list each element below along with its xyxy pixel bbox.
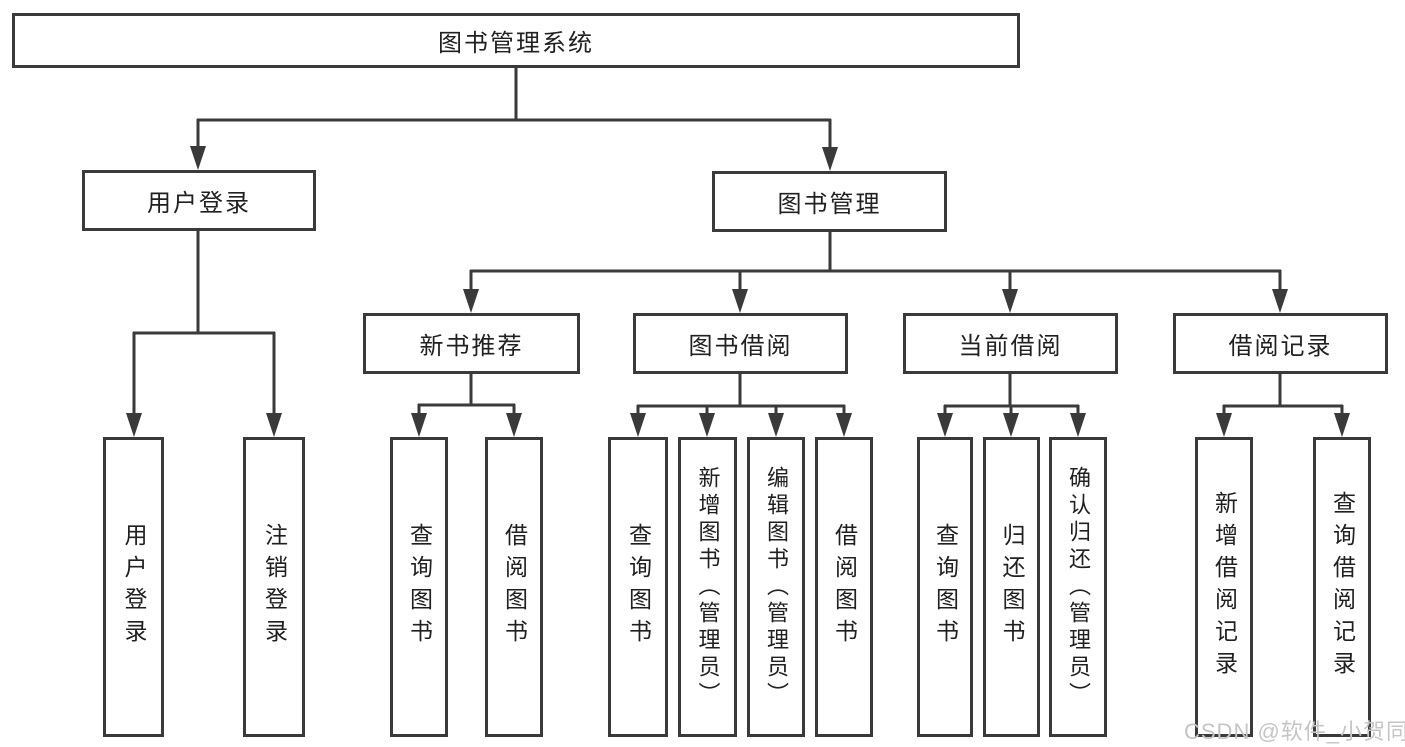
node-book-management: 图书管理 xyxy=(712,171,947,232)
leaf-recommend-query-books: 查询图书 xyxy=(390,437,448,737)
node-book-borrow: 图书借阅 xyxy=(633,313,848,374)
node-new-book-recommend: 新书推荐 xyxy=(363,313,580,374)
leaf-recommend-borrow-books: 借阅图书 xyxy=(485,437,543,737)
leaf-current-query-books: 查询图书 xyxy=(917,437,973,737)
leaf-edit-books-admin: 编辑图书（管理员） xyxy=(747,437,805,737)
leaf-borrow-borrow-books: 借阅图书 xyxy=(815,437,873,737)
arrowheads xyxy=(126,146,1350,437)
node-current-borrow: 当前借阅 xyxy=(903,313,1118,374)
leaf-return-books: 归还图书 xyxy=(983,437,1040,737)
leaf-user-login: 用户登录 xyxy=(103,437,164,737)
csdn-watermark: CSDN @软件_小贺同学 xyxy=(1184,719,1405,744)
node-borrow-records: 借阅记录 xyxy=(1173,313,1388,374)
leaf-borrow-query-books: 查询图书 xyxy=(608,437,668,737)
leaf-add-books-admin: 新增图书（管理员） xyxy=(678,437,737,737)
leaf-query-borrow-record: 查询借阅记录 xyxy=(1313,437,1371,737)
leaf-logout: 注销登录 xyxy=(243,437,305,737)
node-user-login: 用户登录 xyxy=(82,170,316,231)
node-library-management-system: 图书管理系统 xyxy=(12,13,1020,68)
leaf-add-borrow-record: 新增借阅记录 xyxy=(1195,437,1253,737)
leaf-confirm-return-admin: 确认归还（管理员） xyxy=(1049,437,1107,737)
